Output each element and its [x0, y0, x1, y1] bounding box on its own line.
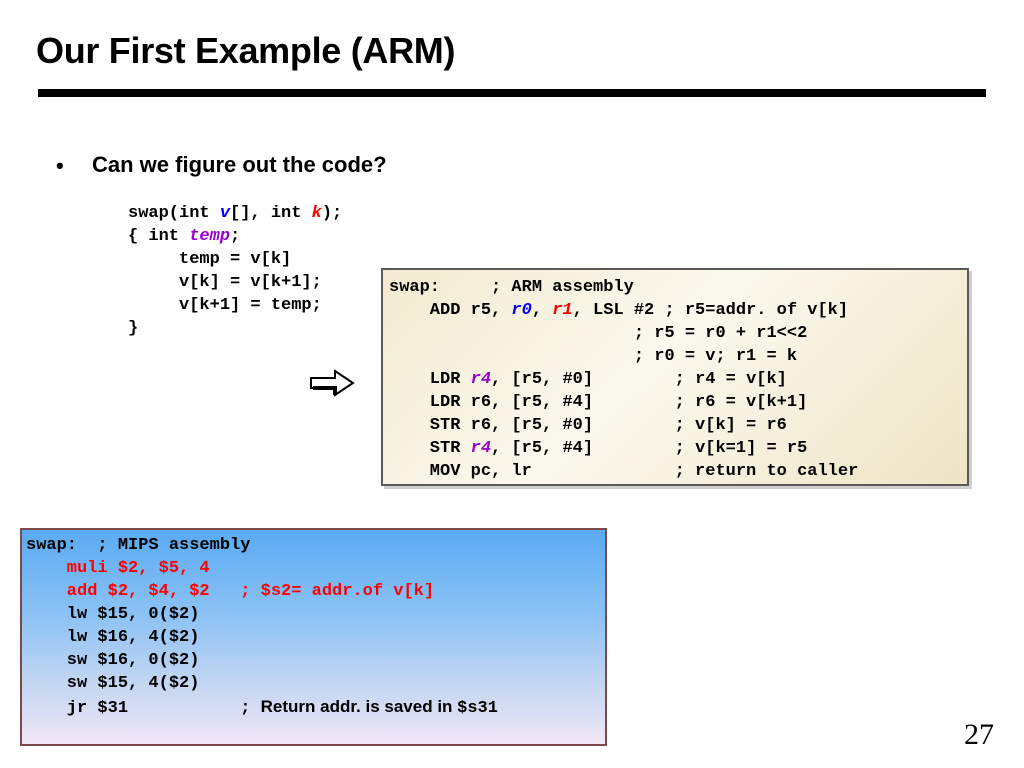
code-line: MOV pc, lr ; return to caller: [389, 462, 859, 481]
code-text: );: [321, 204, 343, 223]
code-text: , [r5, #4] ; v[k=1] = r5: [491, 439, 808, 458]
return-note: Return addr. is saved in: [260, 697, 458, 716]
code-line: swap: ; MIPS assembly: [26, 536, 251, 555]
register-s31: $s31: [457, 699, 498, 718]
var-temp: temp: [189, 227, 231, 246]
code-text: ,: [531, 301, 553, 320]
page-number: 27: [964, 718, 994, 751]
code-text: swap(int: [128, 204, 220, 223]
code-text: { int: [128, 227, 190, 246]
arm-code: swap: ; ARM assembly ADD r5, r0, r1, LSL…: [389, 276, 858, 483]
code-line: }: [128, 319, 139, 338]
code-line: STR r6, [r5, #0] ; v[k] = r6: [389, 416, 787, 435]
code-text: , LSL #2 ; r5=addr. of v[k]: [572, 301, 849, 320]
code-line: sw $16, 0($2): [26, 651, 200, 670]
mips-code: swap: ; MIPS assembly muli $2, $5, 4 add…: [26, 534, 498, 720]
code-text: STR: [389, 439, 471, 458]
code-text: ADD r5,: [389, 301, 512, 320]
code-text: LDR: [389, 370, 471, 389]
code-line: muli $2, $5, 4: [26, 559, 210, 578]
title-divider: [38, 89, 986, 97]
slide-title: Our First Example (ARM): [36, 30, 456, 71]
code-line: LDR r6, [r5, #4] ; r6 = v[k+1]: [389, 393, 808, 412]
code-text: jr $31 ;: [26, 699, 261, 718]
code-line: temp = v[k]: [128, 250, 292, 269]
bullet-marker: •: [56, 153, 64, 178]
bullet-text: Can we figure out the code?: [92, 152, 387, 177]
right-arrow-icon: [310, 369, 355, 397]
reg-r1: r1: [552, 301, 573, 320]
reg-r0: r0: [511, 301, 532, 320]
code-line: sw $15, 4($2): [26, 674, 200, 693]
code-line: ; r0 = v; r1 = k: [389, 347, 798, 366]
c-source-code: swap(int v[], int k); { int temp; temp =…: [128, 202, 342, 340]
code-line: v[k] = v[k+1];: [128, 273, 322, 292]
param-k: k: [311, 204, 322, 223]
code-line: swap: ; ARM assembly: [389, 278, 634, 297]
reg-r4: r4: [470, 439, 492, 458]
mips-assembly-box: swap: ; MIPS assembly muli $2, $5, 4 add…: [20, 528, 607, 746]
code-line: lw $16, 4($2): [26, 628, 200, 647]
code-text: [], int: [230, 204, 312, 223]
code-text: , [r5, #0] ; r4 = v[k]: [491, 370, 787, 389]
param-v: v: [219, 204, 231, 223]
code-line: v[k+1] = temp;: [128, 296, 322, 315]
code-line: lw $15, 0($2): [26, 605, 200, 624]
arm-assembly-box: swap: ; ARM assembly ADD r5, r0, r1, LSL…: [381, 268, 969, 486]
code-line: add $2, $4, $2 ; $s2= addr.of v[k]: [26, 582, 435, 601]
reg-r4: r4: [470, 370, 492, 389]
code-text: ;: [230, 227, 241, 246]
code-line: ; r5 = r0 + r1<<2: [389, 324, 808, 343]
